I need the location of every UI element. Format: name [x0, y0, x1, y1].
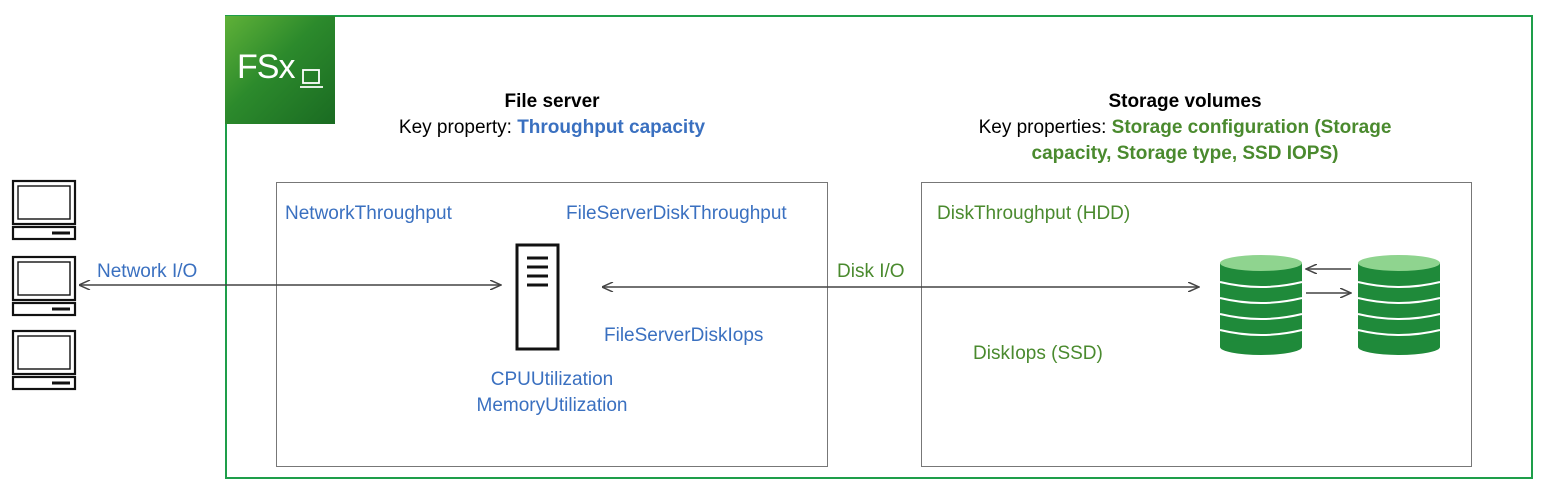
fsx-logo: FSx	[225, 16, 335, 124]
storage-title: Storage volumes	[1108, 91, 1262, 112]
file-server-key-property: Key property: Throughput capacity	[399, 117, 705, 139]
storage-key-properties: Key properties: Storage configuration (S…	[979, 117, 1392, 139]
metric-disk-iops-ssd: DiskIops (SSD)	[973, 343, 1103, 364]
client-computer-icon	[11, 179, 77, 241]
disk-io-label: Disk I/O	[837, 261, 905, 282]
network-io-label: Network I/O	[97, 261, 198, 282]
metric-file-server-disk-throughput: FileServerDiskThroughput	[566, 203, 787, 224]
fsx-container	[225, 15, 1533, 479]
file-server-key-value: Throughput capacity	[517, 117, 706, 138]
file-server-title: File server	[504, 91, 600, 112]
storage-key-properties-line2: capacity, Storage type, SSD IOPS)	[1032, 143, 1339, 165]
storage-key-value-line1: Storage configuration (Storage	[1111, 117, 1392, 138]
laptop-icon	[300, 69, 323, 88]
database-icon	[1219, 255, 1303, 355]
metric-file-server-disk-iops: FileServerDiskIops	[604, 325, 764, 346]
file-server-box	[276, 182, 828, 467]
storage-box	[921, 182, 1472, 467]
storage-key-value-line2: capacity, Storage type, SSD IOPS)	[1031, 143, 1339, 164]
metric-network-throughput: NetworkThroughput	[285, 203, 452, 224]
client-computer-icon	[11, 329, 77, 391]
fsx-logo-text: FSx	[237, 48, 295, 86]
metric-memory-utilization: MemoryUtilization	[476, 395, 628, 416]
server-icon	[515, 243, 560, 351]
metric-disk-throughput-hdd: DiskThroughput (HDD)	[937, 203, 1131, 224]
metric-cpu-utilization: CPUUtilization	[490, 369, 614, 390]
storage-key-label: Key properties:	[978, 117, 1112, 138]
file-server-key-label: Key property:	[398, 117, 518, 138]
database-icon	[1357, 255, 1441, 355]
client-computer-icon	[11, 255, 77, 317]
